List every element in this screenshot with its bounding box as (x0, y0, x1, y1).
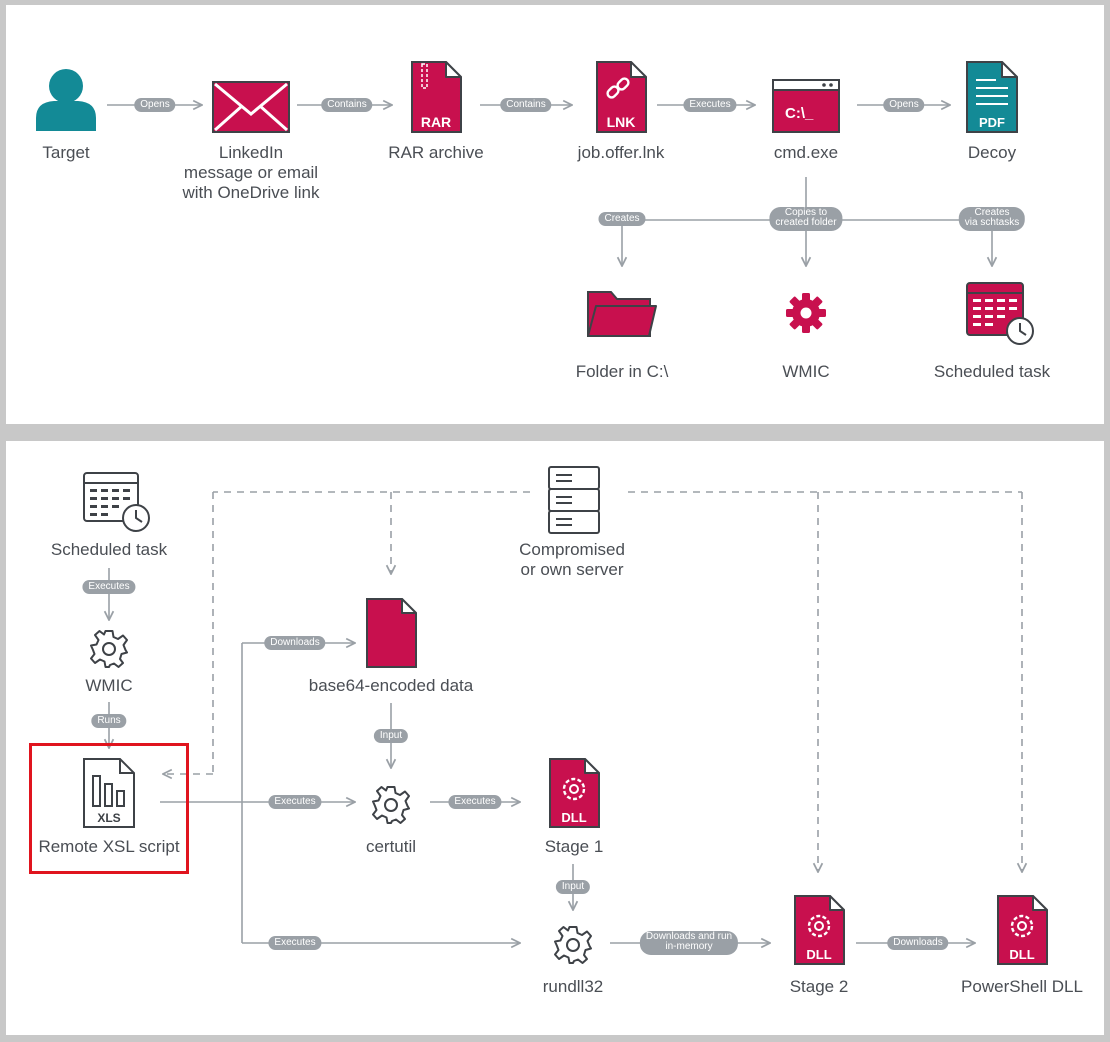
edge-label-creates-via: Creates via schtasks (958, 207, 1026, 231)
edge-label-input: Input (373, 729, 409, 743)
edge-label-contains: Contains (321, 98, 373, 112)
edge-label-downloads: Downloads (264, 636, 326, 650)
node-label-stage1: Stage 1 (544, 837, 604, 856)
calendar-clock-icon (966, 282, 1034, 345)
terminal-window-icon: C:\_ (772, 79, 840, 133)
xls-file-icon: XLS (83, 758, 135, 828)
edge-label-runs: Runs (91, 714, 127, 728)
edge-label-line: Creates (974, 207, 1010, 218)
edge-label-opens: Opens (134, 98, 176, 112)
gear-icon (786, 293, 826, 333)
edge-label-line: in-memory (665, 941, 713, 952)
stage2-badge: DLL (806, 947, 831, 962)
label-line: or own server (520, 560, 624, 579)
node-label-lnk: job.offer.lnk (577, 143, 665, 162)
edge-label-line: Copies to (784, 207, 828, 218)
psdll-badge: DLL (1009, 947, 1034, 962)
edge-label-executes: Executes (448, 795, 502, 809)
node-label-base64: base64-encoded data (308, 676, 474, 695)
node-label-certutil: certutil (365, 837, 417, 856)
edge-label-opens: Opens (883, 98, 925, 112)
dll-file-icon: DLL (997, 895, 1048, 965)
edge-label-input: Input (555, 880, 591, 894)
label-line: message or email (183, 163, 319, 182)
xls-badge: XLS (97, 811, 120, 825)
edge-label-creates: Creates (598, 212, 646, 226)
folder-icon (587, 291, 657, 337)
envelope-icon (212, 81, 290, 133)
gear-icon (372, 786, 410, 824)
dll-file-icon: DLL (794, 895, 845, 965)
edge-label-executes: Executes (82, 580, 136, 594)
pdf-file-icon: PDF (966, 61, 1018, 133)
person-icon (36, 69, 96, 131)
node-label-target: Target (42, 143, 90, 162)
node-label-stage2: Stage 2 (789, 977, 849, 996)
file-icon (366, 598, 417, 668)
node-label-folder: Folder in C:\ (575, 362, 669, 381)
node-label-cmd: cmd.exe (773, 143, 839, 162)
edge-label-downloads-and-run: Downloads and run in-memory (639, 931, 739, 955)
stage1-badge: DLL (561, 810, 586, 825)
edge-label-executes: Executes (683, 98, 737, 112)
server-icon (548, 466, 600, 534)
node-label-server: Compromised or own server (519, 540, 625, 580)
gear-icon (554, 926, 592, 964)
node-label-psdll: PowerShell DLL (961, 977, 1083, 996)
edge-label-line: created folder (775, 217, 837, 228)
edge-label-executes: Executes (268, 936, 322, 950)
lnk-badge: LNK (607, 114, 636, 130)
node-label-xsl: Remote XSL script (38, 837, 180, 856)
calendar-clock-icon (83, 472, 150, 532)
label-line: Compromised (519, 540, 625, 559)
node-label-wmic: WMIC (85, 676, 133, 695)
gear-icon (90, 630, 128, 668)
node-label-linkedin: LinkedIn message or email with OneDrive … (183, 143, 320, 203)
cmd-badge: C:\_ (785, 105, 814, 122)
rar-file-icon: RAR (411, 61, 462, 133)
node-label-task: Scheduled task (50, 540, 168, 559)
edge-label-downloads: Downloads (887, 936, 949, 950)
edge-label-contains: Contains (500, 98, 552, 112)
dll-file-icon: DLL (549, 758, 600, 828)
node-label-rar: RAR archive (388, 143, 484, 162)
node-label-rundll: rundll32 (542, 977, 604, 996)
edge-label-line: Downloads and run (645, 931, 733, 942)
label-line: LinkedIn (218, 143, 284, 162)
edge-label-copies: Copies to created folder (769, 207, 843, 231)
node-label-decoy: Decoy (967, 143, 1017, 162)
lnk-file-icon: LNK (596, 61, 647, 133)
pdf-badge: PDF (979, 115, 1005, 130)
rar-badge: RAR (421, 114, 451, 130)
highlight-box (29, 743, 189, 874)
edge-label-line: via schtasks (964, 217, 1020, 228)
node-label-task: Scheduled task (933, 362, 1051, 381)
label-line: with OneDrive link (182, 183, 320, 202)
node-label-wmic: WMIC (782, 362, 830, 381)
edge-label-executes: Executes (268, 795, 322, 809)
top-diagram-panel (6, 5, 1104, 424)
